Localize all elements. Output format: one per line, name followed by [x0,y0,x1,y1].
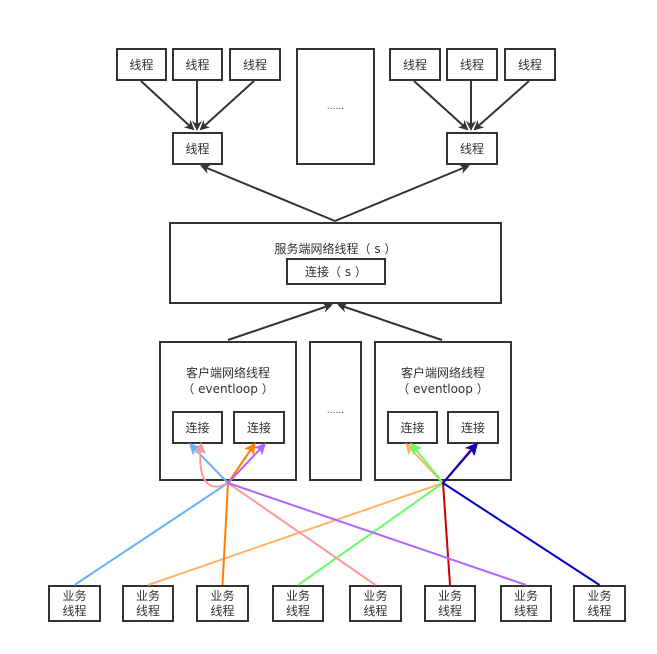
business-thread-label-line2: 线程 [210,603,235,618]
server-title: 服务端网络线程（ s ） [274,242,397,256]
top-ellipsis-box: ...... [296,48,375,165]
arrow-worker-to-aggregator [199,80,255,131]
arrow-worker-to-aggregator [413,80,469,131]
business-thread-label-line2: 线程 [62,603,87,618]
server-connection-box: 连接（ s ） [286,258,386,285]
connection-label: 连接 [400,420,425,435]
business-thread-label-line2: 线程 [513,603,538,618]
client-connection-box: 连接 [172,411,223,444]
business-thread-label-line2: 线程 [285,603,310,618]
business-thread-label-line1: 业务 [62,588,87,603]
client-connection-box: 连接 [447,411,499,444]
worker-thread-box: 线程 [229,48,281,81]
arrow-server-to-aggregator [334,164,470,222]
aggregator-thread-box: 线程 [172,132,223,165]
worker-thread-box: 线程 [172,48,223,81]
business-to-connection-arrow [73,442,230,586]
business-to-connection-arrow [226,442,527,586]
business-thread-box: 业务线程 [500,585,552,622]
business-to-connection-arrow [441,442,601,586]
business-thread-label-line1: 业务 [135,588,160,603]
arrow-worker-to-aggregator [473,80,530,131]
business-thread-label-line2: 线程 [135,603,160,618]
worker-thread-label: 线程 [459,57,484,72]
business-to-connection-arrow [221,442,256,586]
server-network-thread-box: 服务端网络线程（ s ） 连接（ s ） [169,222,502,304]
worker-thread-box: 线程 [116,48,167,81]
worker-thread-box: 线程 [446,48,498,81]
business-thread-box: 业务线程 [573,585,626,622]
aggregator-thread-label: 线程 [185,141,210,156]
worker-thread-label: 线程 [129,57,154,72]
client-title-line2: （ eventloop ） [397,382,489,396]
arrow-client-to-server [227,302,333,341]
connection-label: 连接 [185,420,210,435]
arrow-worker-to-aggregator [140,80,195,131]
worker-thread-label: 线程 [517,57,542,72]
client-network-thread-box: 客户端网络线程 （ eventloop ） 连接 连接 [159,341,297,481]
business-thread-box: 业务线程 [424,585,476,622]
aggregator-thread-box: 线程 [446,132,498,165]
business-thread-label-line1: 业务 [210,588,235,603]
worker-thread-box: 线程 [389,48,441,81]
business-thread-label-line1: 业务 [437,588,462,603]
server-connection-label: 连接（ s ） [305,264,367,279]
ellipsis-text: ...... [326,101,345,112]
business-thread-box: 业务线程 [48,585,101,622]
arrow-client-to-server [337,302,443,341]
business-thread-box: 业务线程 [349,585,402,622]
business-thread-box: 业务线程 [272,585,324,622]
client-title-line2: （ eventloop ） [182,382,274,396]
worker-thread-label: 线程 [185,57,210,72]
client-network-thread-box: 客户端网络线程 （ eventloop ） 连接 连接 [374,341,512,481]
worker-thread-label: 线程 [402,57,427,72]
client-title-line1: 客户端网络线程 [400,366,485,380]
business-thread-label-line1: 业务 [513,588,538,603]
client-ellipsis-box: ...... [309,341,362,481]
business-thread-label-line1: 业务 [285,588,310,603]
client-title-line1: 客户端网络线程 [185,366,270,380]
connection-label: 连接 [246,420,271,435]
business-thread-label-line2: 线程 [587,603,612,618]
worker-thread-label: 线程 [242,57,267,72]
arrow-server-to-aggregator [200,164,336,222]
ellipsis-text: ...... [326,406,345,416]
aggregator-thread-label: 线程 [459,141,484,156]
client-connection-box: 连接 [387,411,438,444]
business-thread-label-line1: 业务 [363,588,388,603]
business-thread-box: 业务线程 [122,585,174,622]
worker-thread-box: 线程 [504,48,556,81]
business-thread-label-line2: 线程 [437,603,462,618]
business-thread-label-line2: 线程 [363,603,388,618]
connection-label: 连接 [460,420,485,435]
business-thread-label-line1: 业务 [587,588,612,603]
business-thread-box: 业务线程 [196,585,249,622]
